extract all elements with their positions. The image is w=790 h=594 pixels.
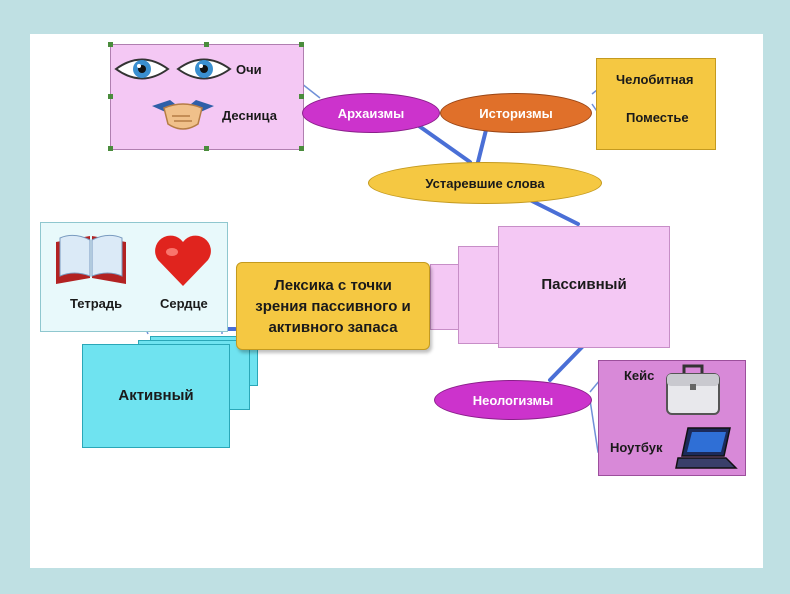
resize-handle[interactable]	[299, 42, 304, 47]
node-active-label: Активный	[118, 387, 194, 404]
leaf-keis: Кейс	[624, 368, 655, 383]
resize-handle[interactable]	[299, 94, 304, 99]
book-icon	[56, 234, 126, 284]
node-passive-box[interactable]	[498, 226, 670, 348]
eye-icon	[176, 58, 232, 80]
diagram-canvas: Очи Десница Архаизмы Историзмы Челобитна…	[30, 34, 763, 568]
laptop-icon	[675, 427, 738, 469]
node-active-box[interactable]	[82, 344, 230, 448]
node-neologisms[interactable]: Неологизмы	[434, 380, 592, 420]
leaf-noutbuk: Ноутбук	[610, 440, 663, 455]
leaf-tetrad: Тетрадь	[70, 296, 123, 311]
leaf-ochi: Очи	[236, 62, 262, 77]
heart-icon	[155, 235, 211, 286]
historisms-leaf-panel	[596, 58, 716, 150]
briefcase-icon	[666, 364, 720, 415]
eye-icon	[114, 58, 170, 80]
leaf-serdtse: Сердце	[160, 296, 208, 311]
resize-handle[interactable]	[108, 146, 113, 151]
node-historisms[interactable]: Историзмы	[440, 93, 592, 133]
resize-handle[interactable]	[108, 42, 113, 47]
resize-handle[interactable]	[204, 146, 209, 151]
resize-handle[interactable]	[299, 146, 304, 151]
line-passive-neologisms	[548, 342, 587, 382]
resize-handle[interactable]	[108, 94, 113, 99]
node-center[interactable]: Лексика с точки зрения пассивного и акти…	[236, 262, 430, 350]
node-obsolete-words[interactable]: Устаревшие слова	[368, 162, 602, 204]
leaf-desnitsa: Десница	[222, 108, 277, 123]
handshake-icon	[152, 100, 214, 130]
line-obsolete-passive	[528, 198, 580, 226]
node-archaisms[interactable]: Архаизмы	[302, 93, 440, 133]
resize-handle[interactable]	[204, 42, 209, 47]
leaf-pomestye: Поместье	[626, 110, 689, 125]
node-passive-label: Пассивный	[541, 276, 627, 293]
leaf-chelobitnaya: Челобитная	[616, 72, 694, 87]
node-center-label: Лексика с точки зрения пассивного и акти…	[255, 276, 411, 336]
